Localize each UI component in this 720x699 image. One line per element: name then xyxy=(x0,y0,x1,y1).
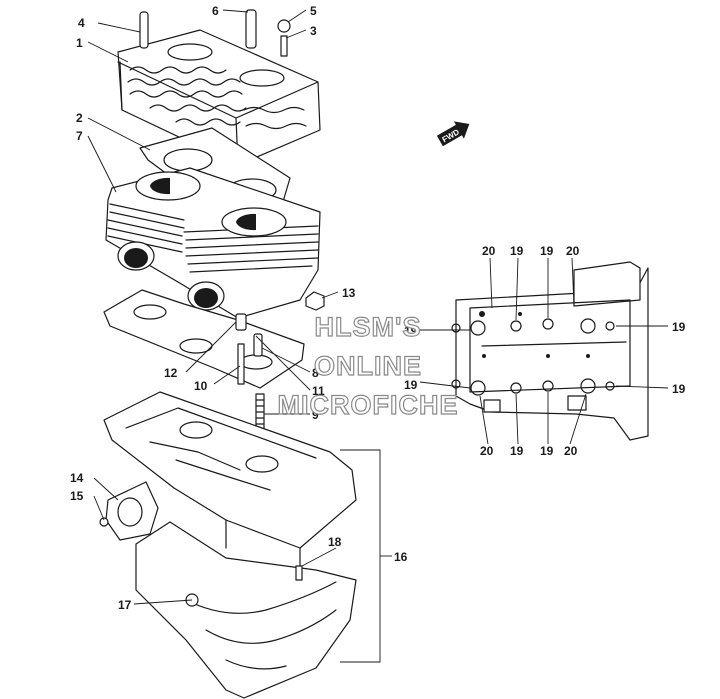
inset-callout-right-19a: 19 xyxy=(672,320,686,334)
watermark: HLSM'S ONLINE MICROFICHE xyxy=(277,311,459,420)
callout-17: 17 xyxy=(118,598,132,612)
callout-6: 6 xyxy=(212,4,219,18)
fwd-arrow: FWD xyxy=(436,121,470,147)
inset-callout-bottom-20b: 20 xyxy=(564,444,578,458)
inset-crankcase-view xyxy=(451,261,649,441)
callout-14: 14 xyxy=(70,471,84,485)
inset-callout-right-19b: 19 xyxy=(672,382,686,396)
callout-18: 18 xyxy=(328,535,342,549)
hardware xyxy=(235,291,325,441)
cylinder-head xyxy=(117,9,321,166)
callout-13: 13 xyxy=(342,286,356,300)
callout-15: 15 xyxy=(70,489,84,503)
callout-16: 16 xyxy=(394,550,408,564)
callout-12: 12 xyxy=(164,366,178,380)
callout-11: 11 xyxy=(312,384,325,398)
inset-callout-bottom-20a: 20 xyxy=(480,444,494,458)
watermark-line-2: ONLINE xyxy=(314,351,422,381)
inset-callout-top-20a: 20 xyxy=(482,244,496,258)
crankcase-lower xyxy=(135,521,357,699)
inset-callout-top-19b: 19 xyxy=(540,244,554,258)
callout-9: 9 xyxy=(312,408,319,422)
inset-callout-top-20b: 20 xyxy=(566,244,580,258)
callout-7: 7 xyxy=(76,129,83,143)
callout-2: 2 xyxy=(76,111,83,125)
watermark-line-3: MICROFICHE xyxy=(278,390,459,420)
callout-5: 5 xyxy=(310,4,317,18)
inset-callout-left-19a: 19 xyxy=(404,324,418,338)
cylinder xyxy=(105,167,321,319)
inset-callout-bottom-19a: 19 xyxy=(510,444,524,458)
callout-10: 10 xyxy=(194,379,208,393)
callout-1: 1 xyxy=(76,36,83,50)
inset-callout-top-19a: 19 xyxy=(510,244,524,258)
inset-callout-bottom-19b: 19 xyxy=(540,444,554,458)
callouts: 4 1 6 5 3 2 7 13 12 10 8 11 9 14 15 18 1… xyxy=(70,4,408,612)
inset-callout-left-19b: 19 xyxy=(404,378,418,392)
base-gasket xyxy=(103,289,305,389)
callout-3: 3 xyxy=(310,24,317,38)
callout-8: 8 xyxy=(312,366,319,380)
inset-callouts: 20 19 19 20 19 19 19 19 20 19 19 20 xyxy=(404,244,686,458)
leader-lines xyxy=(87,9,669,663)
watermark-line-1: HLSM'S xyxy=(315,312,422,342)
callout-4: 4 xyxy=(78,16,85,30)
intake-flange xyxy=(99,481,159,541)
